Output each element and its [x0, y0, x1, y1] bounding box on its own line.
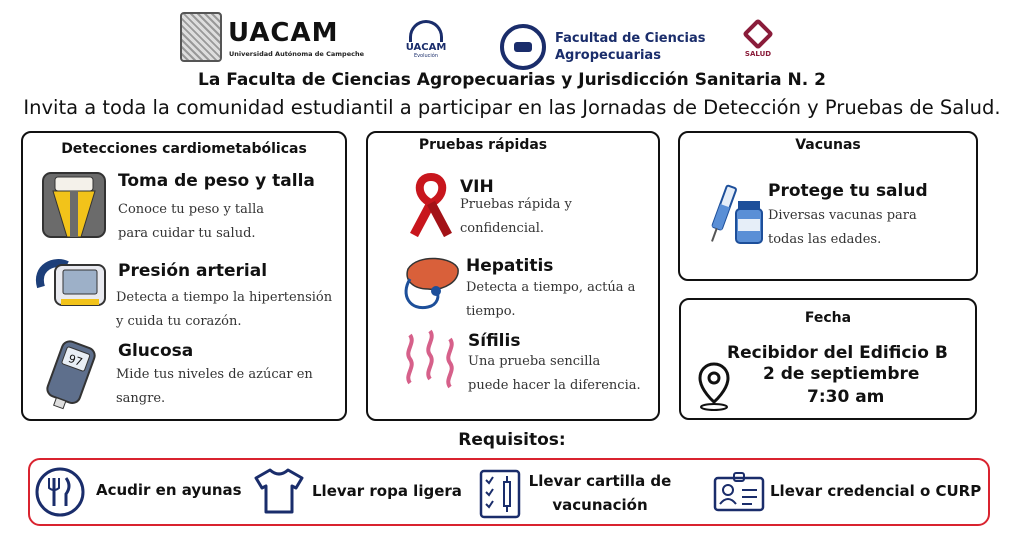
uacam-evolucion-logo: UACAM Evolución	[398, 20, 454, 59]
item-title: VIH	[460, 177, 494, 197]
requirement-id-card: Llevar credencial o CURP	[770, 482, 982, 500]
requirements-box: Acudir en ayunas Llevar ropa ligera Llev…	[28, 458, 990, 526]
item-title: Protege tu salud	[768, 181, 928, 201]
location-pin-icon	[698, 362, 730, 411]
glucometer-icon: 97	[46, 340, 96, 410]
id-card-icon	[713, 472, 765, 512]
item-title: Sífilis	[468, 331, 521, 351]
red-ribbon-icon	[410, 173, 452, 237]
uacam-logo-text: UACAM	[228, 18, 339, 48]
uacam-logo-subtext: Universidad Autónoma de Campeche	[229, 50, 364, 58]
item-title: Glucosa	[118, 341, 194, 361]
salud-emblem-icon	[742, 18, 774, 50]
card-cardiometabolic: Detecciones cardiometabólicas Toma de pe…	[21, 131, 347, 421]
date-time: 7:30 am	[807, 387, 885, 407]
card-title: Fecha	[804, 310, 852, 326]
date-day: 2 de septiembre	[763, 364, 920, 384]
requirement-fasting: Acudir en ayunas	[96, 481, 242, 499]
date-location: Recibidor del Edificio B	[727, 343, 948, 363]
card-title: Pruebas rápidas	[418, 137, 548, 153]
uacam-seal-icon	[180, 12, 222, 62]
card-vaccines: Vacunas Protege tu salud Diversas vacuna…	[678, 131, 978, 281]
syringe-vial-icon	[711, 184, 763, 244]
requirements-title: Requisitos:	[458, 430, 566, 450]
fork-knife-icon	[35, 467, 85, 517]
card-title: Vacunas	[795, 137, 861, 153]
item-title: Presión arterial	[118, 261, 268, 281]
faculty-emblem-icon	[500, 24, 546, 70]
card-rapid-tests: Pruebas rápidas VIH Pruebas rápida y con…	[366, 131, 660, 421]
dome-icon	[409, 20, 443, 42]
svg-text:97: 97	[67, 352, 85, 369]
logo-bar: UACAM Universidad Autónoma de Campeche U…	[0, 10, 1024, 70]
page-subtitle: Invita a toda la comunidad estudiantil a…	[23, 96, 1001, 119]
blood-pressure-monitor-icon	[35, 259, 106, 306]
vaccination-card-icon	[479, 469, 521, 519]
tshirt-icon	[254, 468, 304, 514]
requirement-vaccination-card: Llevar cartilla de vacunación	[528, 472, 672, 514]
liver-stethoscope-icon	[404, 257, 459, 310]
scale-icon	[42, 172, 106, 238]
requirement-light-clothes: Llevar ropa ligera	[312, 482, 462, 500]
item-title: Hepatitis	[466, 256, 554, 276]
page-title: La Faculta de Ciencias Agropecuarias y J…	[198, 70, 826, 90]
salud-logo: SALUD	[740, 18, 776, 58]
item-title: Toma de peso y talla	[118, 171, 315, 191]
card-date: Fecha Recibidor del Edificio B 2 de sept…	[679, 298, 977, 420]
bacteria-icon	[406, 329, 454, 389]
card-title: Detecciones cardiometabólicas	[61, 141, 307, 157]
faculty-logo-text: Facultad de Ciencias Agropecuarias	[555, 31, 706, 63]
